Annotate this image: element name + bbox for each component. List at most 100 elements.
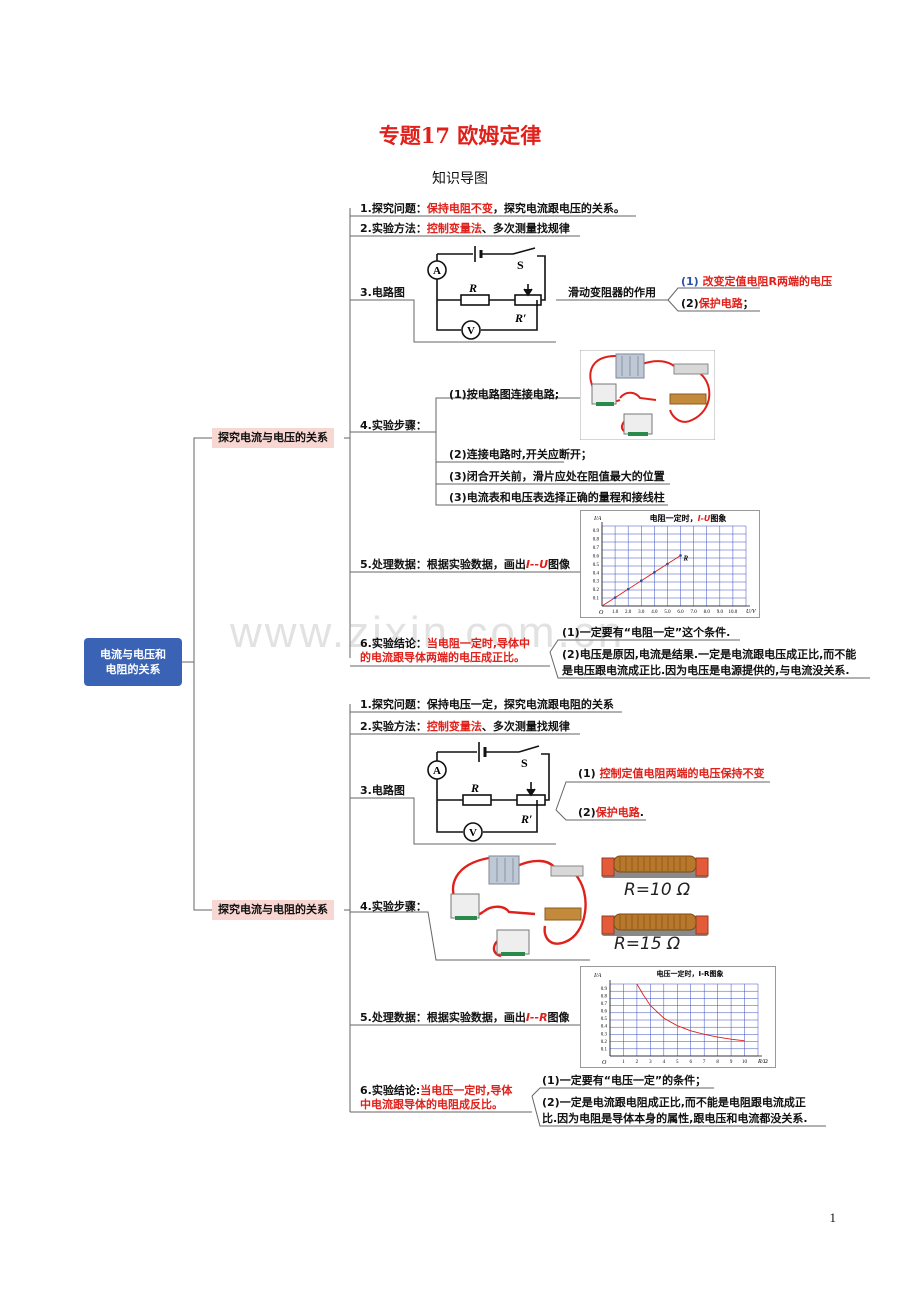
b1-conclusion: 6.实验结论：当电阻一定时,导体中 的电流跟导体两端的电压成正比。 — [360, 637, 530, 665]
b1-role2-text: 保护电路 — [698, 297, 743, 310]
chart1-title: 电阻一定时，I-U图象 — [650, 513, 727, 523]
chart2-ytick-label: 0.9 — [601, 987, 608, 992]
b2-role2-text: 保护电路 — [595, 806, 640, 819]
b2-note-1: (1)一定要有“电压一定”的条件； — [542, 1074, 707, 1087]
chart1-xlabel: U/V — [746, 609, 757, 615]
root-label: 电流与电压和电阻的关系 — [100, 648, 166, 676]
mindmap-root: 电流与电压和电阻的关系 — [84, 638, 182, 686]
b1-note-2b: 是电压跟电流成正比.因为电压是电源提供的,与电流没关系. — [562, 664, 850, 677]
chart2-ytick-label: 0.7 — [601, 1002, 608, 1007]
page-number: 1 — [829, 1210, 837, 1225]
chart2-ytick-label: 0.8 — [601, 994, 608, 999]
b1-note-1: (1)一定要有“电阻一定”这个条件. — [562, 626, 731, 639]
chart1-data-point — [666, 562, 669, 566]
b1-process-italic: I--U — [525, 558, 548, 571]
chart2-ytick-label: 0.2 — [601, 1040, 608, 1045]
chart1-xtick-label: 2.0 — [625, 610, 632, 615]
b1-process-suffix: 图像 — [548, 558, 570, 571]
chart2-title: 电压一定时，I-R图象 — [657, 969, 724, 978]
b2-method-highlight: 控制变量法 — [426, 720, 482, 733]
chart2-ylabel: I/A — [593, 973, 602, 979]
b2-ammeter-label: A — [433, 765, 441, 777]
b2-circuit-label: 3.电路图 — [360, 784, 405, 797]
b2-resistor-label: R — [470, 781, 479, 795]
b2-note-2b: 比.因为电阻是导体本身的属性,跟电压和电流都没关系. — [542, 1112, 808, 1125]
chart2-xtick-label: 1 — [622, 1060, 625, 1065]
b2-process-data: 5.处理数据：根据实验数据，画出I--R图像 — [360, 1011, 570, 1025]
b2-note-2a: (2)一定是电流跟电阻成正比,而不能是电阻跟电流成正 — [542, 1096, 806, 1109]
chart1-ytick-label: 0.2 — [593, 588, 600, 593]
chart1-xtick-label: 3.0 — [638, 610, 645, 615]
chart2-xtick-label: 6 — [689, 1060, 692, 1065]
chart2-xtick-label: 9 — [730, 1060, 733, 1065]
b1-steps-label: 4.实验步骤： — [360, 419, 427, 432]
b2-switch-label: S — [521, 756, 528, 770]
chart1-marks: R — [601, 554, 689, 607]
resistor-10-label: R=10 Ω — [624, 880, 691, 900]
b2-rheostat-label: R′ — [520, 812, 532, 826]
b1-role2-tail: ； — [742, 297, 754, 310]
b1-circuit-diagram: A V S R R′ — [427, 246, 546, 340]
b1-note-2a: (2)电压是原因,电流是结果.一定是电流跟电压成正比,而不能 — [562, 648, 857, 661]
chart2-ytick-label: 0.5 — [601, 1017, 608, 1022]
chart1-xtick-label: 4.0 — [651, 610, 658, 615]
chart1-data-point — [613, 596, 617, 599]
chart1-ytick-label: 0.8 — [593, 538, 600, 543]
chart2-xtick-label: 5 — [676, 1060, 679, 1065]
b1-rheostat-role-1: (1) 改变定值电阻R两端的电压 — [681, 275, 832, 289]
b2-method-prefix: 2.实验方法： — [360, 720, 427, 733]
chart1-ylabel: I/A — [593, 516, 602, 522]
b2-ir-chart-frame — [580, 966, 776, 1068]
resistor-10-image — [601, 855, 709, 878]
chart1-xtick-label: 1.0 — [612, 610, 619, 615]
chart2-ytick-label: 0.6 — [601, 1010, 608, 1015]
page-title: 专题17 欧姆定律 — [378, 123, 542, 148]
b1-method-highlight: 控制变量法 — [426, 222, 482, 235]
chart1-ytick-label: 0.1 — [593, 597, 600, 602]
b1-voltmeter-label: V — [467, 325, 475, 337]
b1-role1-num: (1) — [681, 275, 699, 288]
b1-conclusion-red2: 的电流跟导体两端的电压成正比。 — [360, 651, 525, 664]
chart2-xlabel: R/Ω — [757, 1059, 768, 1065]
b2-circuit-diagram: A V S R R′ — [427, 742, 550, 842]
b2-process-italic: I--R — [525, 1011, 548, 1024]
b2-role2-num: (2) — [578, 806, 596, 819]
resistor-15-label: R=15 Ω — [614, 934, 681, 954]
b1-conclusion-red1: 当电阻一定时,导体中 — [426, 637, 531, 650]
chart2-ytick-label: 0.4 — [601, 1025, 608, 1030]
b2-ir-chart: 电压一定时，I-R图象 I/A R/Ω O 0.10.20.30.40.50.6… — [593, 969, 768, 1066]
chart1-data-point — [626, 587, 630, 591]
b2-role1-text: 控制定值电阻两端的电压保持不变 — [599, 767, 765, 780]
chart1-ytick-label: 0.5 — [593, 563, 600, 568]
b1-switch-label: S — [517, 258, 524, 272]
b2-rheostat-role-2: (2)保护电路. — [578, 806, 644, 820]
b2-method: 2.实验方法：控制变量法、多次测量找规律 — [360, 720, 570, 734]
b1-step-3: (3)闭合开关前，滑片应处在阻值最大的位置 — [449, 470, 665, 483]
b2-steps-label: 4.实验步骤： — [360, 900, 427, 913]
resistor-15-image — [601, 913, 709, 936]
chart1-data-point — [679, 554, 682, 557]
b1-rheostat-role-label: 滑动变阻器的作用 — [568, 286, 656, 299]
b1-apparatus-illustration — [580, 350, 715, 440]
b2-apparatus-illustration — [450, 855, 587, 958]
b1-rheostat-label: R′ — [514, 311, 526, 325]
b1-question-prefix: 1.探究问题： — [360, 202, 427, 215]
b2-role1-num: (1) — [578, 767, 596, 780]
chart2-xtick-label: 4 — [663, 1060, 666, 1065]
chart2-series-line — [636, 983, 745, 1042]
b1-method: 2.实验方法：控制变量法、多次测量找规律 — [360, 222, 570, 236]
chart1-ytick-label: 0.6 — [593, 554, 600, 559]
b1-resistor-label: R — [468, 281, 477, 295]
b2-conclusion: 6.实验结论:当电压一定时,导体 中电流跟导体的电阻成反比。 — [360, 1084, 512, 1112]
branch-current-voltage: 探究电流与电压的关系 — [212, 428, 334, 448]
chart2-xtick-label: 7 — [703, 1060, 706, 1065]
chart2-xtick-label: 8 — [716, 1060, 719, 1065]
chart1-ytick-label: 0.4 — [593, 571, 600, 576]
b2-conclusion-prefix: 6.实验结论: — [360, 1084, 421, 1097]
b2-ammeter-circle — [427, 760, 447, 780]
chart2-xtick-label: 3 — [649, 1060, 652, 1065]
b1-step-1: (1)按电路图连接电路; — [449, 388, 560, 401]
chart1-series-label: R — [683, 554, 689, 562]
